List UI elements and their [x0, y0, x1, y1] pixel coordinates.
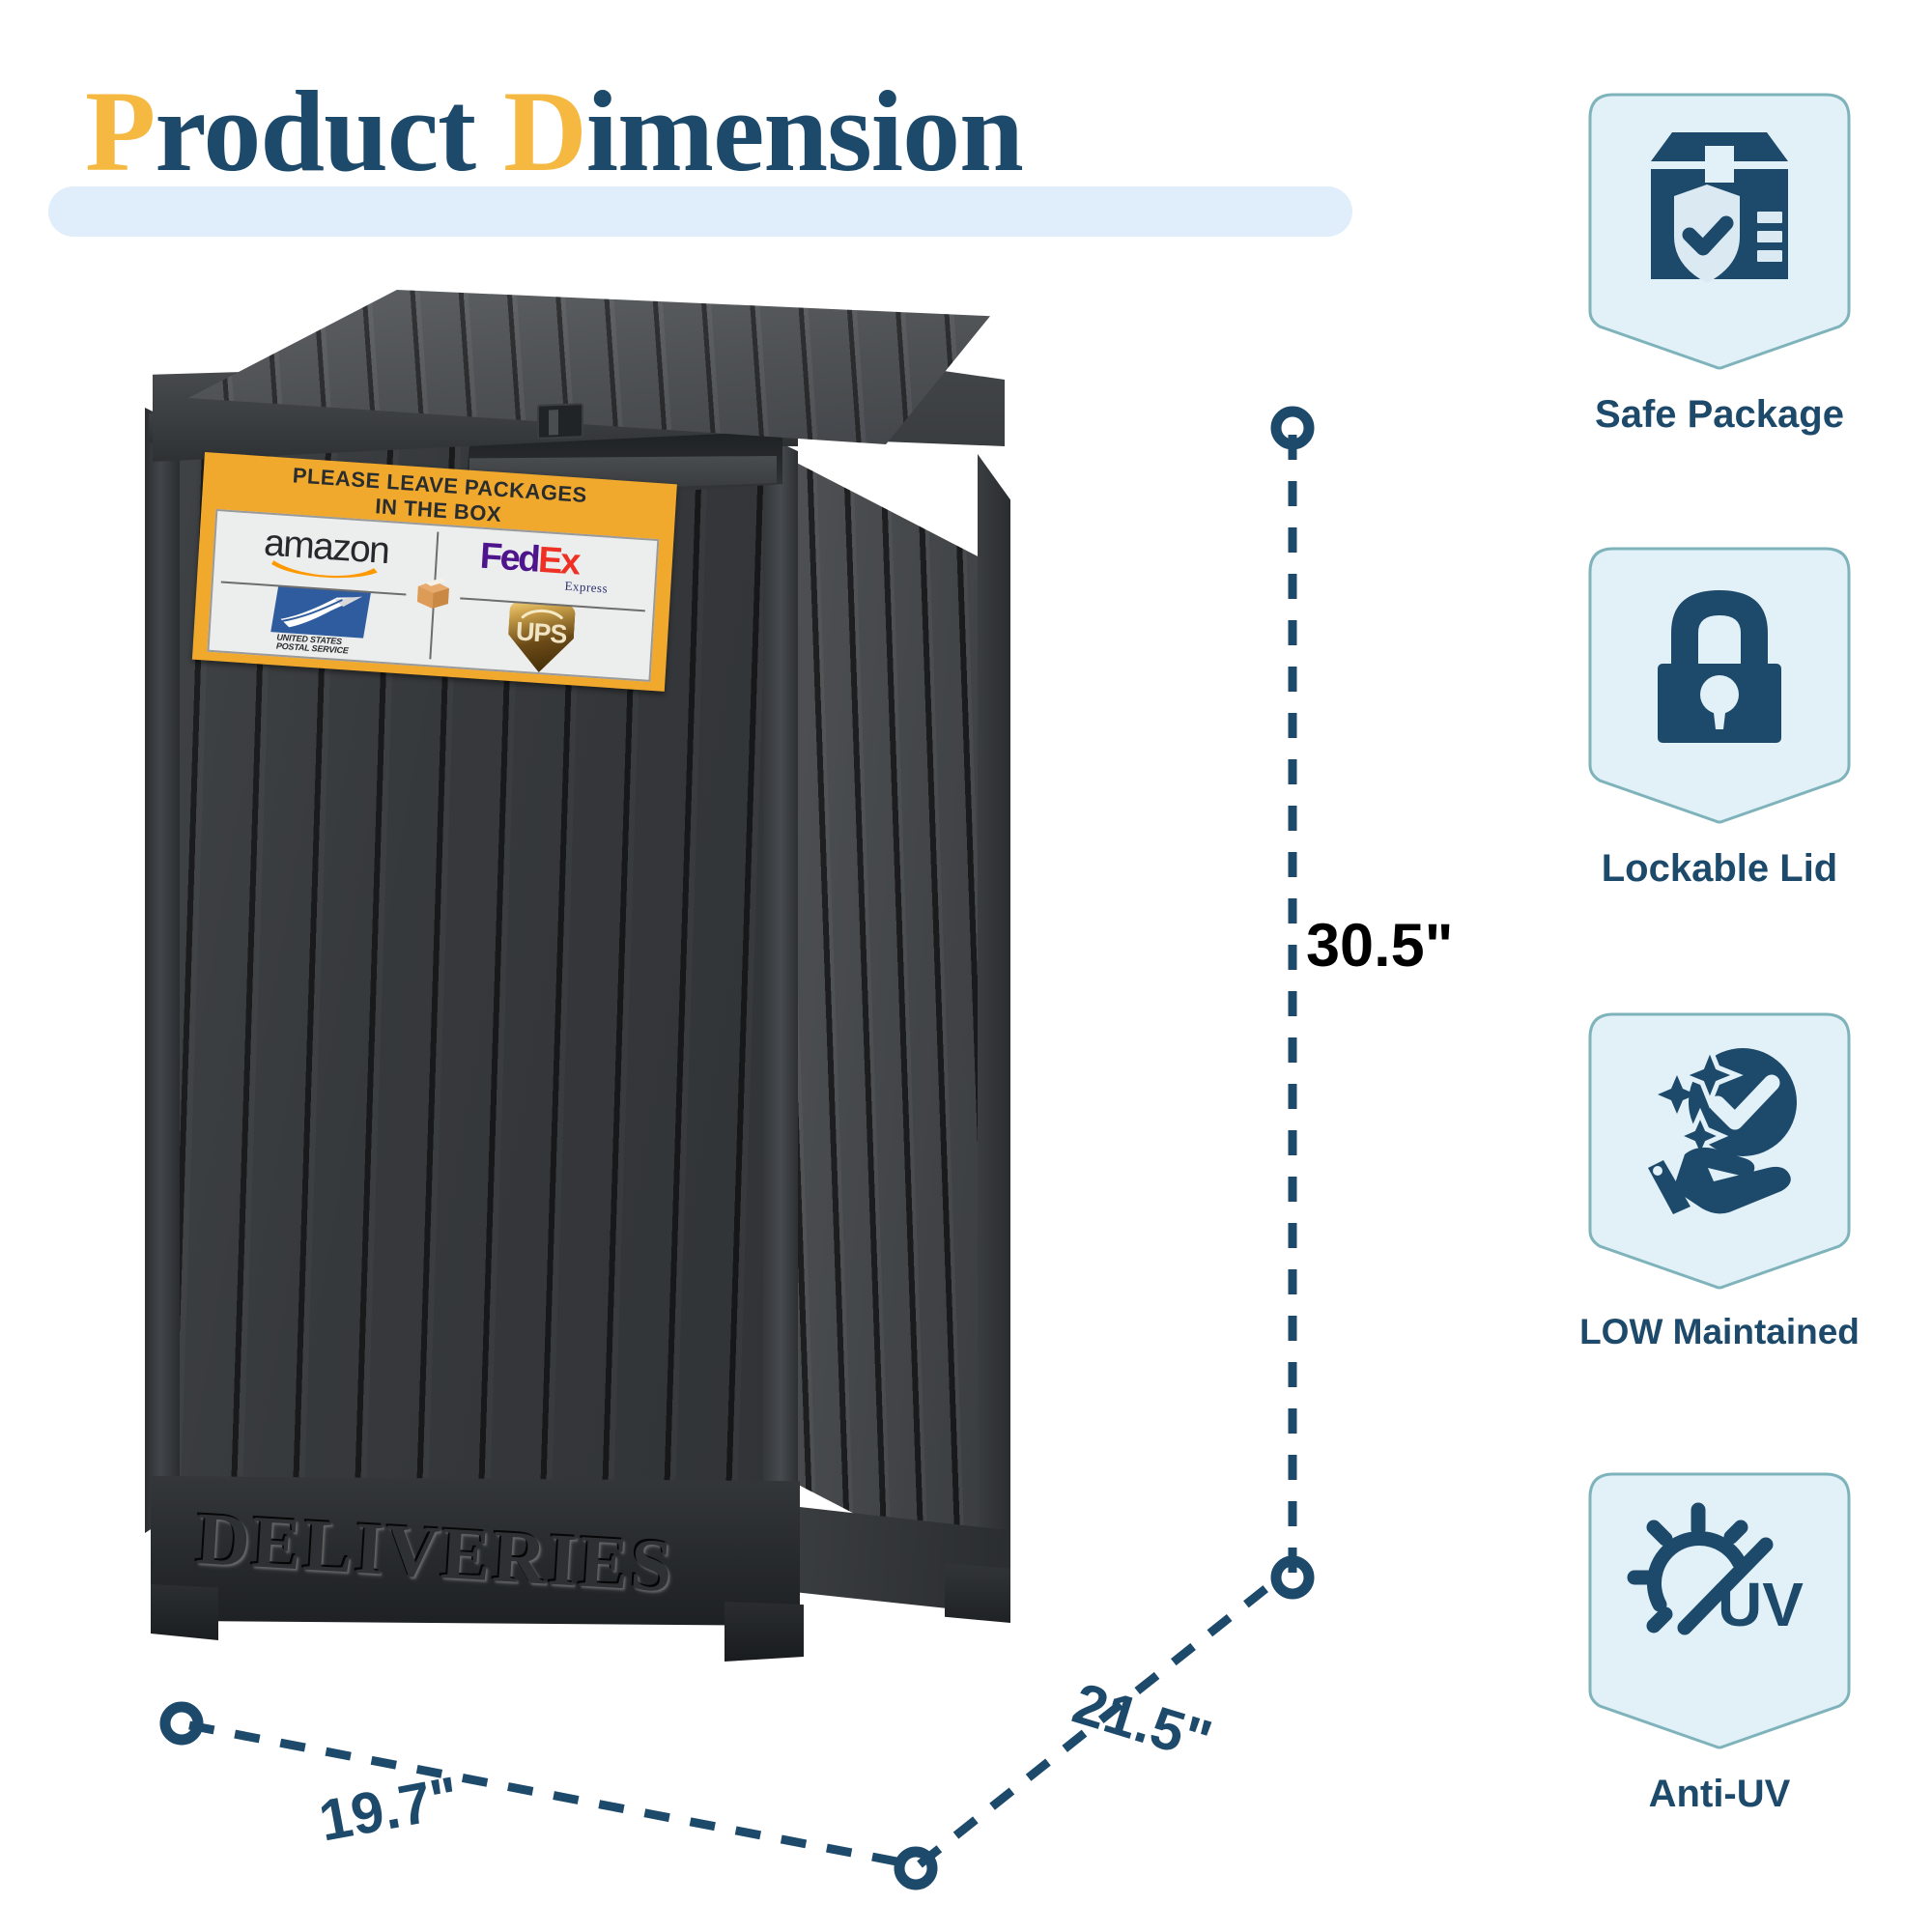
feature-lockable-lid: Lockable Lid: [1526, 539, 1913, 891]
feature-anti-uv: UV Anti-UV: [1526, 1464, 1913, 1816]
fedex-fed: Fed: [478, 535, 540, 581]
usps-logo: UNITED STATES POSTAL SERVICE: [266, 585, 376, 660]
box-foot-left: [151, 1584, 218, 1640]
box-side-slats: [782, 455, 1009, 1594]
feature-list: Safe Package Lockable Lid: [1526, 85, 1913, 1901]
page-title-block: Product Dimension: [39, 46, 1352, 237]
box-foot-back: [945, 1563, 1010, 1623]
depth-dimension-label: 21.5": [1065, 1670, 1219, 1774]
product-image: PLEASE LEAVE PACKAGES IN THE BOX amazon: [145, 290, 1034, 1662]
title-highlight-band: [48, 186, 1352, 237]
width-dimension-line: [188, 1720, 913, 1869]
fedex-ex: Ex: [536, 539, 581, 583]
feature-tile-3: UV: [1577, 1464, 1862, 1754]
feature-tile-1: [1577, 539, 1862, 829]
page-title: Product Dimension: [85, 73, 1024, 189]
ups-wordmark: UPS: [515, 616, 568, 649]
width-endpoint-left: [159, 1701, 204, 1746]
badge-shape-3: [1588, 1472, 1851, 1749]
title-space: [475, 67, 503, 195]
usps-text: UNITED STATES POSTAL SERVICE: [276, 633, 350, 657]
feature-tile-2: [1577, 1005, 1862, 1294]
height-endpoint-top: [1270, 406, 1315, 450]
usps-flag-block: [270, 585, 371, 639]
feature-safe-package: Safe Package: [1526, 85, 1913, 437]
amazon-logo: amazon: [262, 522, 390, 584]
lid-lock-slot: [537, 403, 583, 440]
height-endpoint-bottom: [1270, 1555, 1315, 1600]
fedex-logo: FedEx Express: [478, 535, 612, 599]
feature-low-maintained: LOW Maintained: [1526, 1005, 1913, 1353]
svg-text:UV: UV: [1718, 1570, 1804, 1639]
label-carrier-grid: amazon FedEx Express: [210, 511, 658, 680]
carrier-cell-amazon: amazon: [213, 511, 438, 595]
safe-package-icon: [1651, 132, 1788, 283]
amazon-smile-icon: [271, 560, 378, 579]
package-box-icon: [413, 576, 452, 616]
title-rest-product: roduct: [155, 67, 476, 195]
hand-sparkle-check-icon: [1648, 1042, 1797, 1214]
box-front-right-post: [763, 435, 798, 1536]
width-dimension-label: 19.7": [314, 1764, 465, 1854]
title-rest-dimension: imension: [585, 67, 1024, 195]
label-carrier-panel: amazon FedEx Express: [207, 508, 660, 682]
feature-tile-0: [1577, 85, 1862, 375]
feature-label-1: Lockable Lid: [1601, 847, 1838, 890]
feature-label-2: LOW Maintained: [1579, 1312, 1860, 1351]
sun-uv-blocked-icon: UV: [1627, 1502, 1804, 1639]
width-endpoint-right: [894, 1846, 938, 1890]
box-rear-right-post: [978, 454, 1010, 1599]
usps-eagle-icon: [280, 596, 363, 628]
box-base-front: [151, 1476, 800, 1626]
title-cap-d: D: [503, 67, 587, 195]
ups-logo: UPS: [506, 601, 576, 674]
carrier-cell-usps: UNITED STATES POSTAL SERVICE: [210, 581, 434, 665]
box-front-left-post: [145, 408, 180, 1533]
carrier-cell-ups: UPS: [429, 595, 653, 679]
box-foot-right: [724, 1602, 804, 1662]
feature-label-3: Anti-UV: [1648, 1773, 1791, 1815]
padlock-icon: [1658, 590, 1781, 743]
ups-swoosh-icon: [521, 609, 563, 620]
height-dimension-label: 30.5": [1306, 912, 1454, 980]
fedex-wordmark: FedEx: [478, 535, 581, 583]
title-cap-p: P: [85, 67, 156, 195]
delivery-instruction-label: PLEASE LEAVE PACKAGES IN THE BOX amazon: [191, 452, 677, 692]
fedex-express-sub: Express: [564, 578, 609, 596]
feature-label-0: Safe Package: [1595, 393, 1844, 436]
